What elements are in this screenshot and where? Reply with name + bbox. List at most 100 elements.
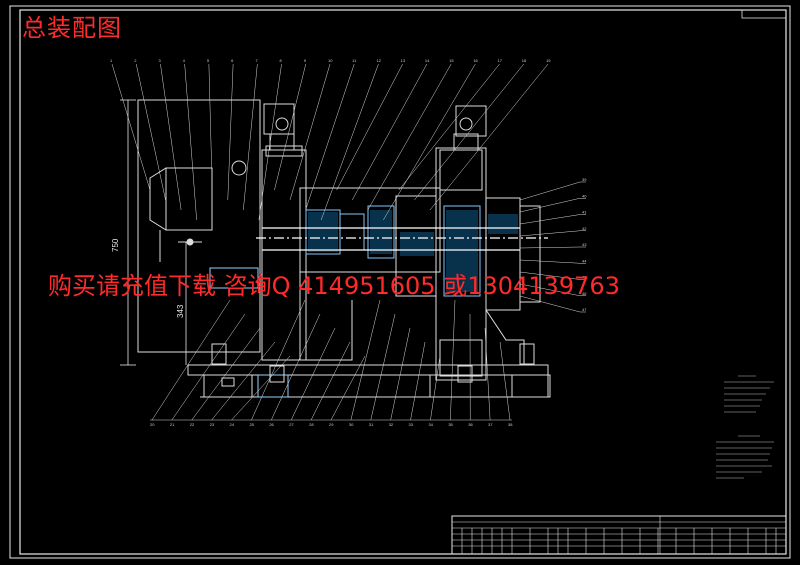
- callout-label: 10: [328, 58, 333, 63]
- leader-line: [383, 63, 476, 221]
- leader-lines-bottom: [150, 299, 512, 421]
- lifting-eyes: [269, 117, 479, 151]
- bolts: [211, 103, 535, 387]
- callout-label: 7: [255, 58, 258, 63]
- callout-label: 38: [508, 422, 513, 427]
- dimension-lines: [120, 99, 187, 366]
- leader-line: [330, 355, 366, 421]
- leader-line: [499, 341, 511, 421]
- callout-label: 1: [110, 58, 113, 63]
- callout-label: 6: [231, 58, 234, 63]
- base: [187, 364, 551, 398]
- callout-label: 28: [309, 422, 314, 427]
- leader-line: [370, 313, 396, 421]
- leader-line: [410, 341, 426, 421]
- callout-label: 21: [170, 422, 175, 427]
- leader-line: [208, 63, 213, 191]
- callout-label: 25: [249, 422, 254, 427]
- leader-line: [211, 341, 276, 421]
- leader-lines-top: [111, 63, 549, 221]
- leader-line: [519, 214, 581, 225]
- callout-label: 12: [376, 58, 381, 63]
- title-block: [451, 515, 787, 555]
- leader-line: [305, 63, 355, 211]
- callout-label: 35: [448, 422, 453, 427]
- callout-label: 43: [582, 242, 587, 247]
- leader-line: [231, 355, 291, 421]
- callout-label: 3: [158, 58, 161, 63]
- leader-line: [414, 63, 524, 201]
- callout-label: 29: [329, 422, 334, 427]
- callout-label: 36: [468, 422, 473, 427]
- leader-line: [160, 63, 182, 211]
- inner-border: [19, 9, 787, 555]
- leader-line: [450, 299, 456, 421]
- callout-label: 34: [428, 422, 433, 427]
- callout-label: 18: [522, 58, 527, 63]
- outer-border: [9, 5, 791, 559]
- watermark-text: 购买请充值下载 咨询Q 414951605 或1304139763: [48, 272, 620, 300]
- page-title: 总装配图: [22, 14, 122, 42]
- leader-line: [352, 63, 428, 201]
- callout-label: 30: [349, 422, 354, 427]
- dim-height-center: 343: [176, 304, 185, 318]
- leader-line: [390, 327, 411, 421]
- leader-line: [519, 230, 581, 237]
- leader-line: [367, 63, 452, 211]
- motor: [137, 99, 261, 353]
- callout-label: 9: [304, 58, 307, 63]
- leader-line: [429, 63, 549, 211]
- leader-line: [184, 63, 197, 221]
- leader-line: [519, 271, 581, 280]
- callout-label: 5: [207, 58, 210, 63]
- leader-line: [519, 283, 581, 296]
- callout-label: 31: [369, 422, 374, 427]
- callout-label: 41: [582, 210, 587, 215]
- sheet-label-box: [741, 9, 787, 19]
- leader-line: [519, 259, 581, 264]
- leader-line: [519, 198, 581, 213]
- callout-label: 40: [582, 193, 587, 198]
- leader-lines-right: [519, 181, 586, 313]
- leader-line: [289, 63, 331, 201]
- callout-label: 17: [498, 58, 503, 63]
- callout-label: 47: [582, 307, 587, 312]
- callout-label: 42: [582, 226, 587, 231]
- gearbox-body: [261, 145, 541, 381]
- shaft-centerline: [256, 227, 548, 251]
- callout-label: 4: [183, 58, 186, 63]
- callout-label: 32: [389, 422, 394, 427]
- callout-label: 37: [488, 422, 493, 427]
- leader-line: [336, 63, 403, 191]
- leader-line: [191, 327, 261, 421]
- callout-label: 45: [582, 275, 587, 280]
- callout-label: 44: [582, 258, 587, 263]
- callout-label: 11: [352, 58, 357, 63]
- callout-label: 46: [582, 291, 587, 296]
- callout-label: 27: [289, 422, 294, 427]
- leader-line: [251, 299, 306, 421]
- callout-label: 26: [269, 422, 274, 427]
- callout-label: 19: [546, 58, 551, 63]
- leader-line: [135, 63, 166, 201]
- callout-label: 14: [425, 58, 430, 63]
- callout-label: 15: [449, 58, 454, 63]
- callout-label: 24: [230, 422, 235, 427]
- callout-label: 20: [150, 422, 155, 427]
- leader-line: [243, 63, 258, 211]
- callout-label: 23: [210, 422, 215, 427]
- leader-line: [519, 295, 581, 313]
- section-hatch: [308, 210, 518, 292]
- leader-line: [519, 246, 581, 249]
- leader-line: [310, 341, 351, 421]
- callout-label: 39: [582, 177, 587, 182]
- callout-label: 13: [401, 58, 406, 63]
- leader-line: [111, 63, 151, 191]
- leader-line: [274, 63, 307, 191]
- callout-label: 16: [473, 58, 478, 63]
- leader-line: [227, 63, 234, 201]
- leader-line: [151, 299, 231, 421]
